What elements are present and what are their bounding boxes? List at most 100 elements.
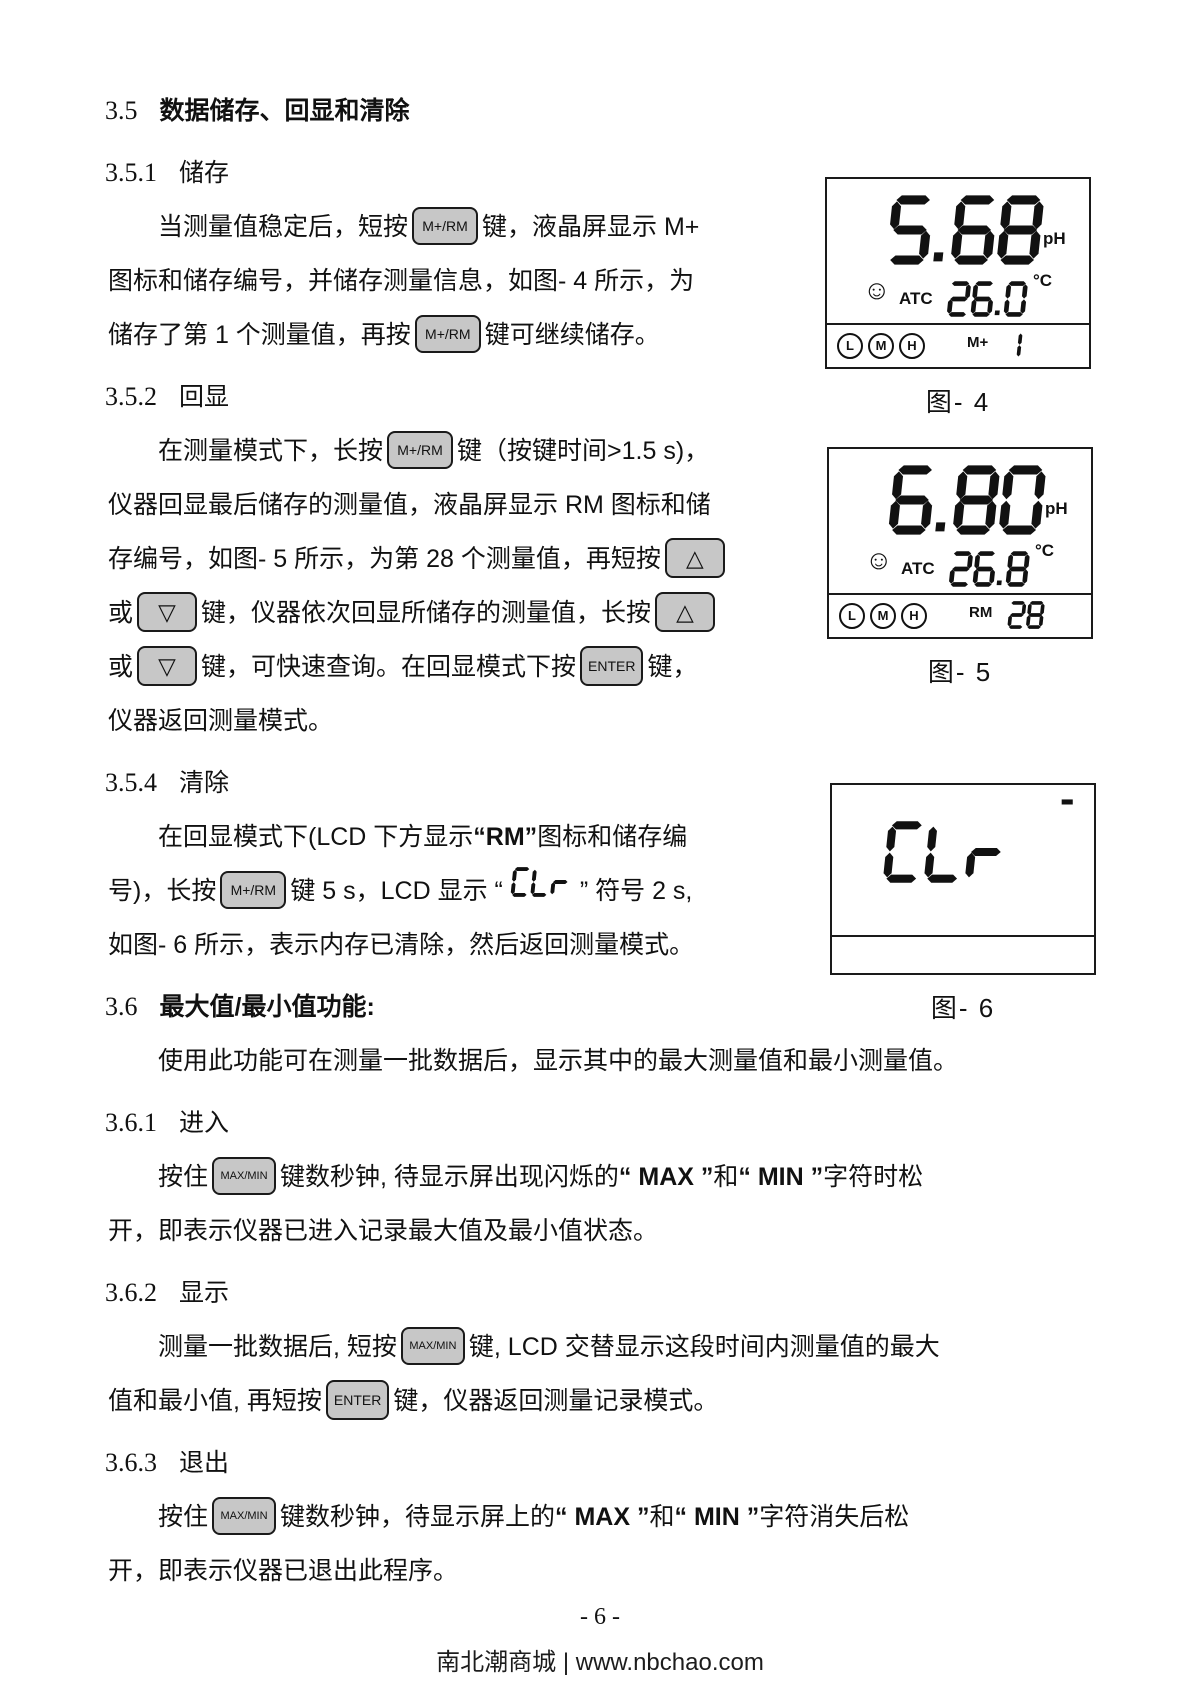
atc-indicator: ATC <box>901 559 935 578</box>
text-run: 当测量值稳定后，短按 <box>158 213 409 241</box>
figure-5: pH ☺ ATC °C L M H RM 图- 5 <box>827 447 1093 689</box>
text-run: 值和最小值, 再短按 <box>108 1387 322 1415</box>
section-heading-3.5.1: 3.5.1 储存 <box>0 146 1200 200</box>
keycap-enter-icon: ENTER <box>580 646 644 687</box>
lcd-main-area: pH ☺ ATC °C <box>829 449 1091 595</box>
figure-6: - 图- 6 <box>830 783 1096 1025</box>
buffer-indicators: L M H <box>839 603 927 629</box>
circled-L-icon: L <box>837 333 863 359</box>
keycap-maxmin-icon: MAX/MIN <box>400 1327 465 1366</box>
section-title: 储存 <box>179 159 230 187</box>
circled-H-icon: H <box>899 333 925 359</box>
text-run: 键可继续储存。 <box>484 321 660 349</box>
text-run: 按住 <box>158 1163 209 1191</box>
text-run: 键，仪器依次回显所储存的测量值，长按 <box>201 599 652 627</box>
section-number: 3.6.3 <box>105 1448 157 1477</box>
buffer-indicators: L M H <box>837 333 925 359</box>
text-line: 存编号，如图- 5 所示，为第 28 个测量值，再短按△ <box>108 532 1200 586</box>
text-line: 开，即表示仪器已退出此程序。 <box>108 1544 1200 1598</box>
section-number: 3.5 <box>105 96 138 125</box>
lcd-status-row-empty <box>832 931 1094 973</box>
text-run: 仪器回显最后储存的测量值，液晶屏显示 RM 图标和储 <box>108 491 711 519</box>
text-run: 键数秒钟，待显示屏上的 <box>280 1503 556 1531</box>
circled-L-icon: L <box>839 603 865 629</box>
memory-number <box>1002 331 1026 364</box>
section-number: 3.5.2 <box>105 382 157 411</box>
memory-indicator: RM <box>969 601 1048 634</box>
text-run: ” 符号 2 s, <box>579 877 693 905</box>
text-run: 按住 <box>158 1503 209 1531</box>
lcd-temp-reading <box>947 551 1034 592</box>
keycap-up-icon: △ <box>664 538 725 579</box>
footer-site-credit: 南北潮商城 | www.nbchao.com <box>436 1649 764 1676</box>
section-number: 3.5.1 <box>105 158 157 187</box>
section-number: 3.6.1 <box>105 1108 157 1137</box>
keycap-down-icon: ▽ <box>137 592 198 633</box>
circled-H-icon: H <box>901 603 927 629</box>
lcd-clr-inline <box>509 862 574 916</box>
figure-4: pH ☺ ATC °C L M H M+ 图- 4 <box>825 177 1091 419</box>
keycap-mrm-icon: M+/RM <box>412 207 479 246</box>
text-run: 存编号，如图- 5 所示，为第 28 个测量值，再短按 <box>108 545 661 573</box>
celsius-unit-label: °C <box>1035 541 1055 560</box>
section-heading-3.6: 3.6 最大值/最小值功能: <box>0 980 1200 1034</box>
memory-indicator: M+ <box>967 331 1026 364</box>
text-run: 如图- 6 所示，表示内存已清除，然后返回测量模式。 <box>108 931 695 959</box>
section-title: 清除 <box>179 769 230 797</box>
text-run: 使用此功能可在测量一批数据后，显示其中的最大测量值和最小测量值。 <box>158 1047 959 1075</box>
keycap-maxmin-icon: MAX/MIN <box>212 1497 277 1536</box>
section-number: 3.6.2 <box>105 1278 157 1307</box>
text-line: 仪器回显最后储存的测量值，液晶屏显示 RM 图标和储 <box>108 478 1200 532</box>
keycap-mrm-icon: M+/RM <box>414 315 481 354</box>
lcd-display-fig6: - <box>830 783 1096 975</box>
bold-text-run: “RM” <box>473 823 538 851</box>
text-run: 和 <box>649 1503 675 1531</box>
text-line: 在回显模式下(LCD 下方显示“RM”图标和储存编 <box>108 810 1200 864</box>
bold-text-run: “ MAX ” <box>555 1503 650 1531</box>
keycap-mrm-icon: M+/RM <box>220 871 287 910</box>
lcd-main-area: - <box>832 780 1094 937</box>
text-run: 测量一批数据后, 短按 <box>158 1333 397 1361</box>
bold-text-run: “ MIN ” <box>738 1163 824 1191</box>
minus-sign: - <box>1056 780 1078 821</box>
figure-6-caption: 图- 6 <box>930 993 996 1023</box>
keycap-enter-icon: ENTER <box>325 1380 390 1421</box>
lcd-clear-message <box>880 821 1014 888</box>
text-line: 仪器返回测量模式。 <box>108 694 1200 748</box>
text-line: 如图- 6 所示，表示内存已清除，然后返回测量模式。 <box>108 918 1200 972</box>
section-title: 数据储存、回显和清除 <box>159 97 410 125</box>
smiley-stable-icon: ☺ <box>865 545 893 575</box>
lcd-display-fig4: pH ☺ ATC °C L M H M+ <box>825 177 1091 369</box>
section-heading-3.6.3: 3.6.3 退出 <box>0 1436 1200 1490</box>
text-run: 图标和储存编 <box>537 823 688 851</box>
circled-M-icon: M <box>868 333 894 359</box>
text-run: 和 <box>713 1163 739 1191</box>
bold-text-run: “ MAX ” <box>618 1163 714 1191</box>
figure-4-caption: 图- 4 <box>925 387 991 417</box>
section-number: 3.6 <box>105 992 138 1021</box>
page-number: - 6 - <box>580 1604 620 1630</box>
text-run: 储存了第 1 个测量值，再按 <box>108 321 411 349</box>
circled-M-icon: M <box>870 603 896 629</box>
section-title: 退出 <box>179 1449 230 1477</box>
lcd-ph-reading <box>883 195 1052 270</box>
bold-text-run: “ MIN ” <box>674 1503 760 1531</box>
section-title: 最大值/最小值功能: <box>159 993 375 1021</box>
keycap-down-icon: ▽ <box>137 646 198 687</box>
